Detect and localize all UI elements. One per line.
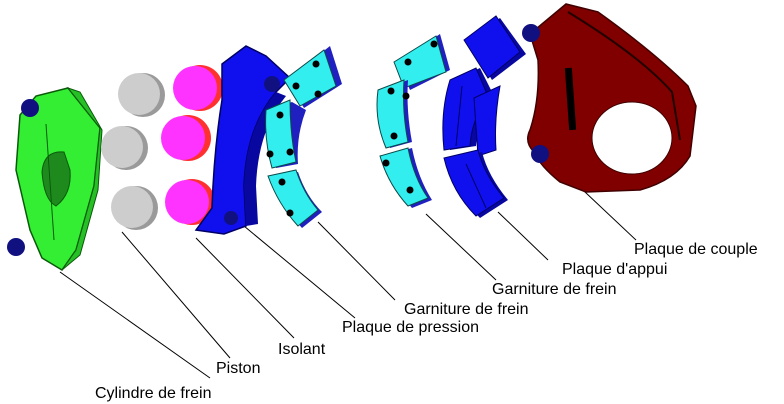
label-lining-front: Garniture de frein — [404, 301, 529, 318]
bolt-icon — [21, 99, 39, 117]
lining-front-segment-bottom — [267, 169, 322, 228]
piston-middle — [101, 126, 148, 170]
leader-piston — [121, 231, 231, 359]
rivet-icon — [312, 60, 320, 68]
insulators — [161, 65, 223, 225]
rivet-icon — [278, 178, 286, 186]
torque-plate — [522, 3, 697, 193]
bolt-icon — [224, 211, 238, 225]
leader-insulator — [195, 237, 295, 339]
rivet-icon — [430, 40, 438, 48]
rivet-icon — [292, 82, 300, 90]
backing-plate — [442, 15, 526, 218]
rivet-icon — [402, 92, 410, 100]
rivet-icon — [390, 132, 398, 140]
leader-backing-plate — [497, 211, 549, 261]
label-cylinder: Cylindre de frein — [95, 385, 212, 402]
lining-rear-segment-top — [393, 34, 450, 90]
label-insulator: Isolant — [278, 341, 326, 358]
bolt-icon — [7, 238, 25, 256]
label-piston: Piston — [216, 360, 260, 377]
rivet-icon — [314, 90, 322, 98]
bolt-icon — [264, 76, 280, 92]
torque-plate-slot — [564, 67, 577, 131]
insulator-middle — [161, 115, 211, 161]
cylinder-edge-line — [45, 123, 55, 241]
label-backing-plate: Plaque d'appui — [562, 261, 667, 278]
rivet-icon — [266, 150, 274, 158]
insulator-top — [173, 65, 223, 111]
bolt-icon — [522, 24, 540, 42]
label-pressure-plate: Plaque de pression — [342, 319, 479, 336]
lining-rear-segment-middle — [376, 79, 412, 149]
lining-front-segment-middle — [265, 99, 306, 169]
leader-cylinder — [59, 271, 211, 379]
insulator-bottom — [165, 179, 215, 225]
piston-bottom — [111, 186, 158, 230]
rivet-icon — [406, 186, 414, 194]
leader-lining-front — [317, 221, 396, 301]
rivet-icon — [404, 58, 412, 66]
bolt-icon — [531, 145, 549, 163]
brake-lining-rear — [376, 34, 450, 208]
leader-lining-rear — [425, 213, 497, 281]
rivet-icon — [382, 159, 390, 167]
backing-plate-piece-1 — [463, 15, 526, 80]
pressure-plate — [194, 45, 292, 235]
leader-lines — [59, 175, 637, 379]
rivet-icon — [286, 148, 294, 156]
lining-front-segment-top — [283, 46, 342, 108]
cylinder-rear-face — [61, 86, 103, 271]
label-torque-plate: Plaque de couple — [634, 241, 758, 258]
backing-plate-piece-2 — [442, 67, 494, 151]
pressure-plate-edge — [244, 92, 286, 226]
label-lining-rear: Garniture de frein — [492, 281, 617, 298]
brake-cylinder — [7, 86, 103, 272]
rivet-icon — [286, 209, 294, 217]
brake-lining-front — [265, 46, 342, 228]
torque-plate-edge-line — [567, 11, 681, 141]
piston-top — [118, 73, 165, 117]
lining-rear-segment-bottom — [379, 147, 432, 208]
rivet-icon — [387, 87, 395, 95]
backing-plate-piece-4 — [443, 149, 508, 218]
torque-plate-hole — [591, 101, 673, 175]
leader-pressure-plate — [243, 225, 356, 319]
backing-plate-piece-3 — [473, 85, 501, 157]
pistons — [101, 73, 165, 230]
rivet-icon — [276, 111, 284, 119]
labels: Cylindre de frein Piston Isolant Plaque … — [95, 241, 758, 402]
